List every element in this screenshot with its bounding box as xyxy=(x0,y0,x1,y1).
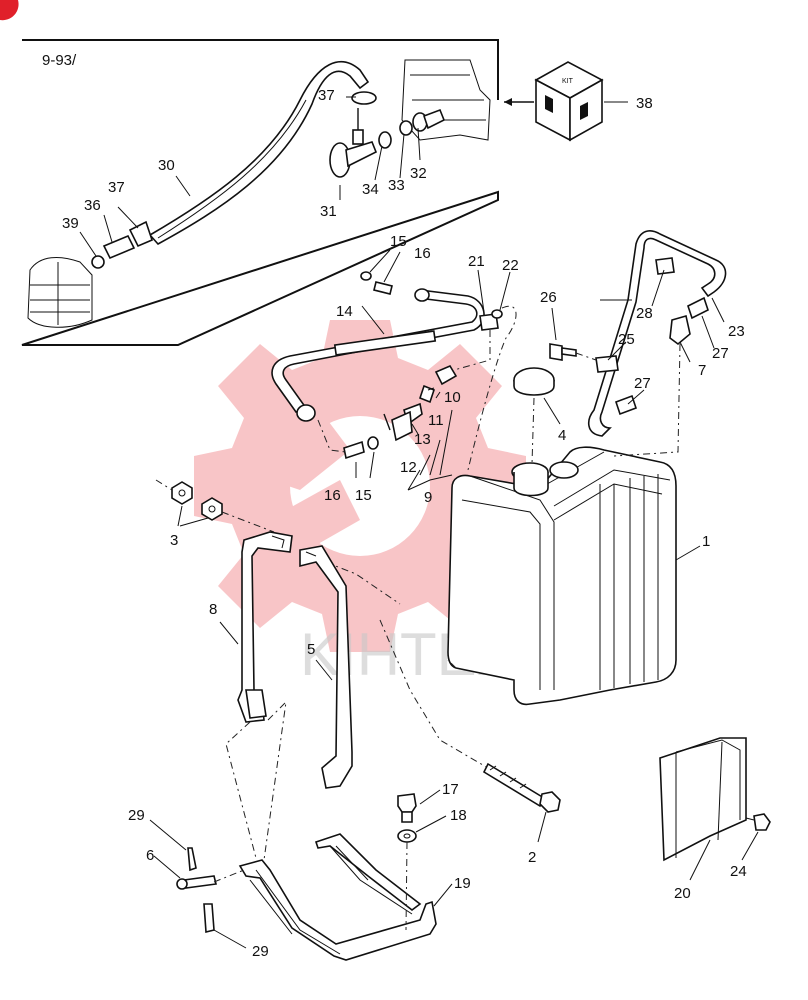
callout-16a: 16 xyxy=(414,245,431,262)
pins xyxy=(149,819,247,949)
callout-6: 6 xyxy=(146,847,154,864)
callout-9: 9 xyxy=(424,489,432,506)
callout-12: 12 xyxy=(400,459,417,476)
callout-labels: 1 2 3 4 5 6 7 8 9 10 11 12 13 14 15 15 1… xyxy=(62,87,747,960)
callout-29b: 29 xyxy=(252,943,269,960)
callout-21: 21 xyxy=(468,253,485,270)
callout-7: 7 xyxy=(698,362,706,379)
callout-8: 8 xyxy=(209,601,217,618)
callout-19: 19 xyxy=(454,875,471,892)
callout-28: 28 xyxy=(636,305,653,322)
kit-box-icon: KIT xyxy=(504,61,628,142)
callout-27b: 27 xyxy=(634,375,651,392)
callout-36: 36 xyxy=(84,197,101,214)
callout-32: 32 xyxy=(410,165,427,182)
fuel-tank xyxy=(447,367,701,706)
heat-shield xyxy=(659,737,771,881)
kit-box-text: KIT xyxy=(562,78,574,85)
callout-37a: 37 xyxy=(318,87,335,104)
callout-4: 4 xyxy=(558,427,566,444)
callout-26: 26 xyxy=(540,289,557,306)
return-line-assembly xyxy=(549,230,727,457)
callout-23: 23 xyxy=(728,323,745,340)
callout-11: 11 xyxy=(428,412,444,429)
callout-17: 17 xyxy=(442,781,459,798)
watermark-gear-icon xyxy=(194,320,526,652)
callout-2: 2 xyxy=(528,849,536,866)
callout-30: 30 xyxy=(158,157,175,174)
callout-14: 14 xyxy=(336,303,353,320)
callout-10: 10 xyxy=(444,389,461,406)
inset-box: 9-93/ xyxy=(21,39,499,346)
callout-16b: 16 xyxy=(324,487,341,504)
callout-31: 31 xyxy=(320,203,337,220)
callout-24: 24 xyxy=(730,863,747,880)
callout-33: 33 xyxy=(388,177,405,194)
callout-38: 38 xyxy=(636,95,653,112)
tank-straps xyxy=(219,531,353,861)
callout-3: 3 xyxy=(170,532,178,549)
callout-22: 22 xyxy=(502,257,519,274)
callout-15a: 15 xyxy=(390,233,407,250)
nuts xyxy=(155,479,401,605)
callout-27a: 27 xyxy=(712,345,729,362)
tank-support-bracket xyxy=(238,789,453,961)
long-bolt xyxy=(379,619,561,843)
callout-20: 20 xyxy=(674,885,691,902)
callout-1: 1 xyxy=(702,533,710,550)
inset-label: 9-93/ xyxy=(42,52,77,69)
callout-18: 18 xyxy=(450,807,467,824)
fuel-line-assembly xyxy=(271,249,517,491)
callout-15b: 15 xyxy=(355,487,372,504)
callout-5: 5 xyxy=(307,641,315,658)
callout-34: 34 xyxy=(362,181,379,198)
callout-25: 25 xyxy=(618,331,635,348)
callout-39: 39 xyxy=(62,215,79,232)
corner-badge xyxy=(0,0,19,21)
callout-29a: 29 xyxy=(128,807,145,824)
callout-37b: 37 xyxy=(108,179,125,196)
callout-13: 13 xyxy=(414,431,431,448)
